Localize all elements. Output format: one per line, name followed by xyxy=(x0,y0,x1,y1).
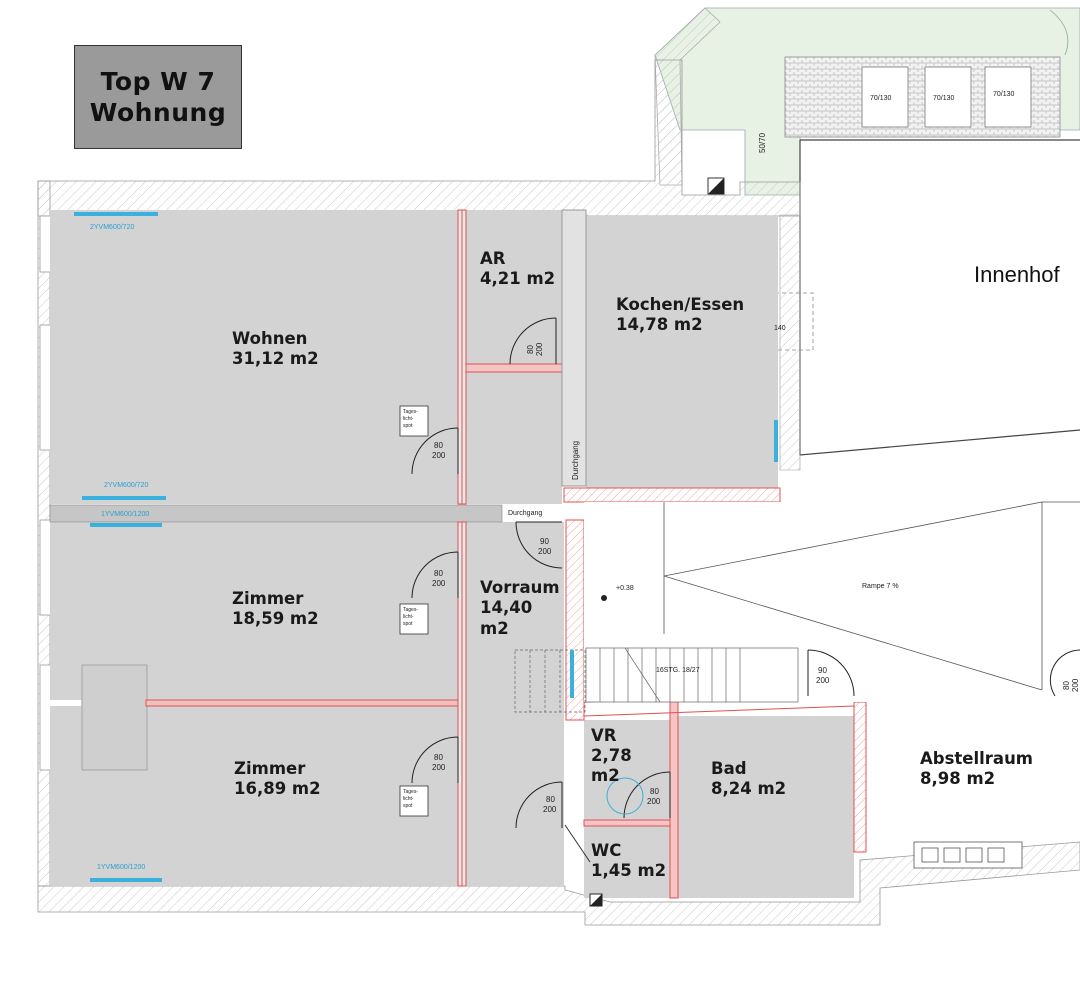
stairs-label: 16STG. 18/27 xyxy=(656,667,700,674)
room-zimmer2-name: Zimmer xyxy=(234,759,306,778)
door-dim-height: 200 xyxy=(816,676,830,685)
window-label: 1YVM600/1200 xyxy=(97,864,146,871)
door-dim-height: 200 xyxy=(647,797,661,806)
daylight-spot-label: spot xyxy=(403,621,413,627)
room-kochen-name: Kochen/Essen xyxy=(616,295,745,314)
room-abstellraum-name: Abstellraum xyxy=(920,749,1034,768)
staircase xyxy=(514,647,799,713)
room-vr-area: 2,78 xyxy=(591,746,632,765)
door-dim-width: 80 xyxy=(434,753,443,762)
door-dim-height: 200 xyxy=(1071,678,1080,692)
dimension-label: 140 xyxy=(774,325,786,332)
room-zimmer2-area: 16,89 m2 xyxy=(234,779,321,798)
room-bad-name: Bad xyxy=(711,759,747,778)
door-dim-width: 80 xyxy=(1062,681,1071,690)
windows xyxy=(74,212,778,882)
room-ar-area: 4,21 m2 xyxy=(480,269,556,288)
innenhof-area xyxy=(774,139,1080,471)
room-vorraum-area: 14,40 xyxy=(480,598,533,617)
room-zimmer1-name: Zimmer xyxy=(232,589,304,608)
door-dim-width: 80 xyxy=(434,441,443,450)
daylight-spot-label: Tages- xyxy=(403,789,419,795)
window-label: 2YVM600/720 xyxy=(104,482,149,489)
innenhof-label: Innenhof xyxy=(974,262,1060,287)
box-label: 70/130 xyxy=(870,95,892,102)
daylight-spot-label: licht- xyxy=(403,614,414,620)
durchgang-label: Durchgang xyxy=(508,510,543,517)
daylight-spot-label: Tages- xyxy=(403,607,419,613)
door-dim-height: 200 xyxy=(538,547,552,556)
room-ar-name: AR xyxy=(480,249,506,268)
room-kochen-area: 14,78 m2 xyxy=(616,315,703,334)
door-dim-width: 80 xyxy=(434,569,443,578)
rampe-label: Rampe 7 % xyxy=(862,583,899,590)
daylight-spots xyxy=(399,405,429,817)
room-vr-unit: m2 xyxy=(591,766,620,785)
unit-title-box: Top W 7 Wohnung xyxy=(74,45,242,149)
door-dim-width: 80 xyxy=(650,787,659,796)
room-abstellraum-area: 8,98 m2 xyxy=(920,769,996,788)
room-bad-area: 8,24 m2 xyxy=(711,779,787,798)
room-vr-name: VR xyxy=(591,726,617,745)
room-wc-name: WC xyxy=(591,841,622,860)
room-zimmer1-area: 18,59 m2 xyxy=(232,609,319,628)
room-fills xyxy=(49,210,854,898)
door-dim-width: 90 xyxy=(540,537,549,546)
level-label: +0.38 xyxy=(616,585,634,592)
daylight-spot-label: spot xyxy=(403,423,413,429)
durchgang-vertical-label: Durchgang xyxy=(571,440,580,480)
window-label: 2YVM600/720 xyxy=(90,224,135,231)
garden-area xyxy=(654,7,1080,196)
door-dim-width: 90 xyxy=(818,666,827,675)
room-wohnen-area: 31,12 m2 xyxy=(232,349,319,368)
door-dim-height: 200 xyxy=(432,451,446,460)
unit-title: Top W 7 xyxy=(100,67,216,96)
door-dim-height: 200 xyxy=(432,763,446,772)
daylight-spot-label: Tages- xyxy=(403,409,419,415)
door-dim-height: 200 xyxy=(543,805,557,814)
room-vorraum-unit: m2 xyxy=(480,619,509,638)
room-vorraum-name: Vorraum xyxy=(480,578,560,597)
box-label: 70/130 xyxy=(933,95,955,102)
unit-type: Wohnung xyxy=(89,98,227,127)
window-label: 1YVM600/1200 xyxy=(101,511,150,518)
daylight-spot-label: spot xyxy=(403,803,413,809)
room-wohnen-name: Wohnen xyxy=(232,329,308,348)
box-label: 70/130 xyxy=(993,91,1015,98)
dimension-label: 50/70 xyxy=(758,132,767,153)
door-dim-width: 80 xyxy=(546,795,555,804)
door-dim-width: 80 xyxy=(526,345,535,354)
door-dim-height: 200 xyxy=(432,579,446,588)
door-dim-height: 200 xyxy=(535,342,544,356)
storage-niches xyxy=(913,841,1023,869)
daylight-spot-label: licht- xyxy=(403,416,414,422)
level-markers xyxy=(589,595,607,907)
room-wc-area: 1,45 m2 xyxy=(591,861,667,880)
daylight-spot-label: licht- xyxy=(403,796,414,802)
doors xyxy=(411,317,1080,863)
